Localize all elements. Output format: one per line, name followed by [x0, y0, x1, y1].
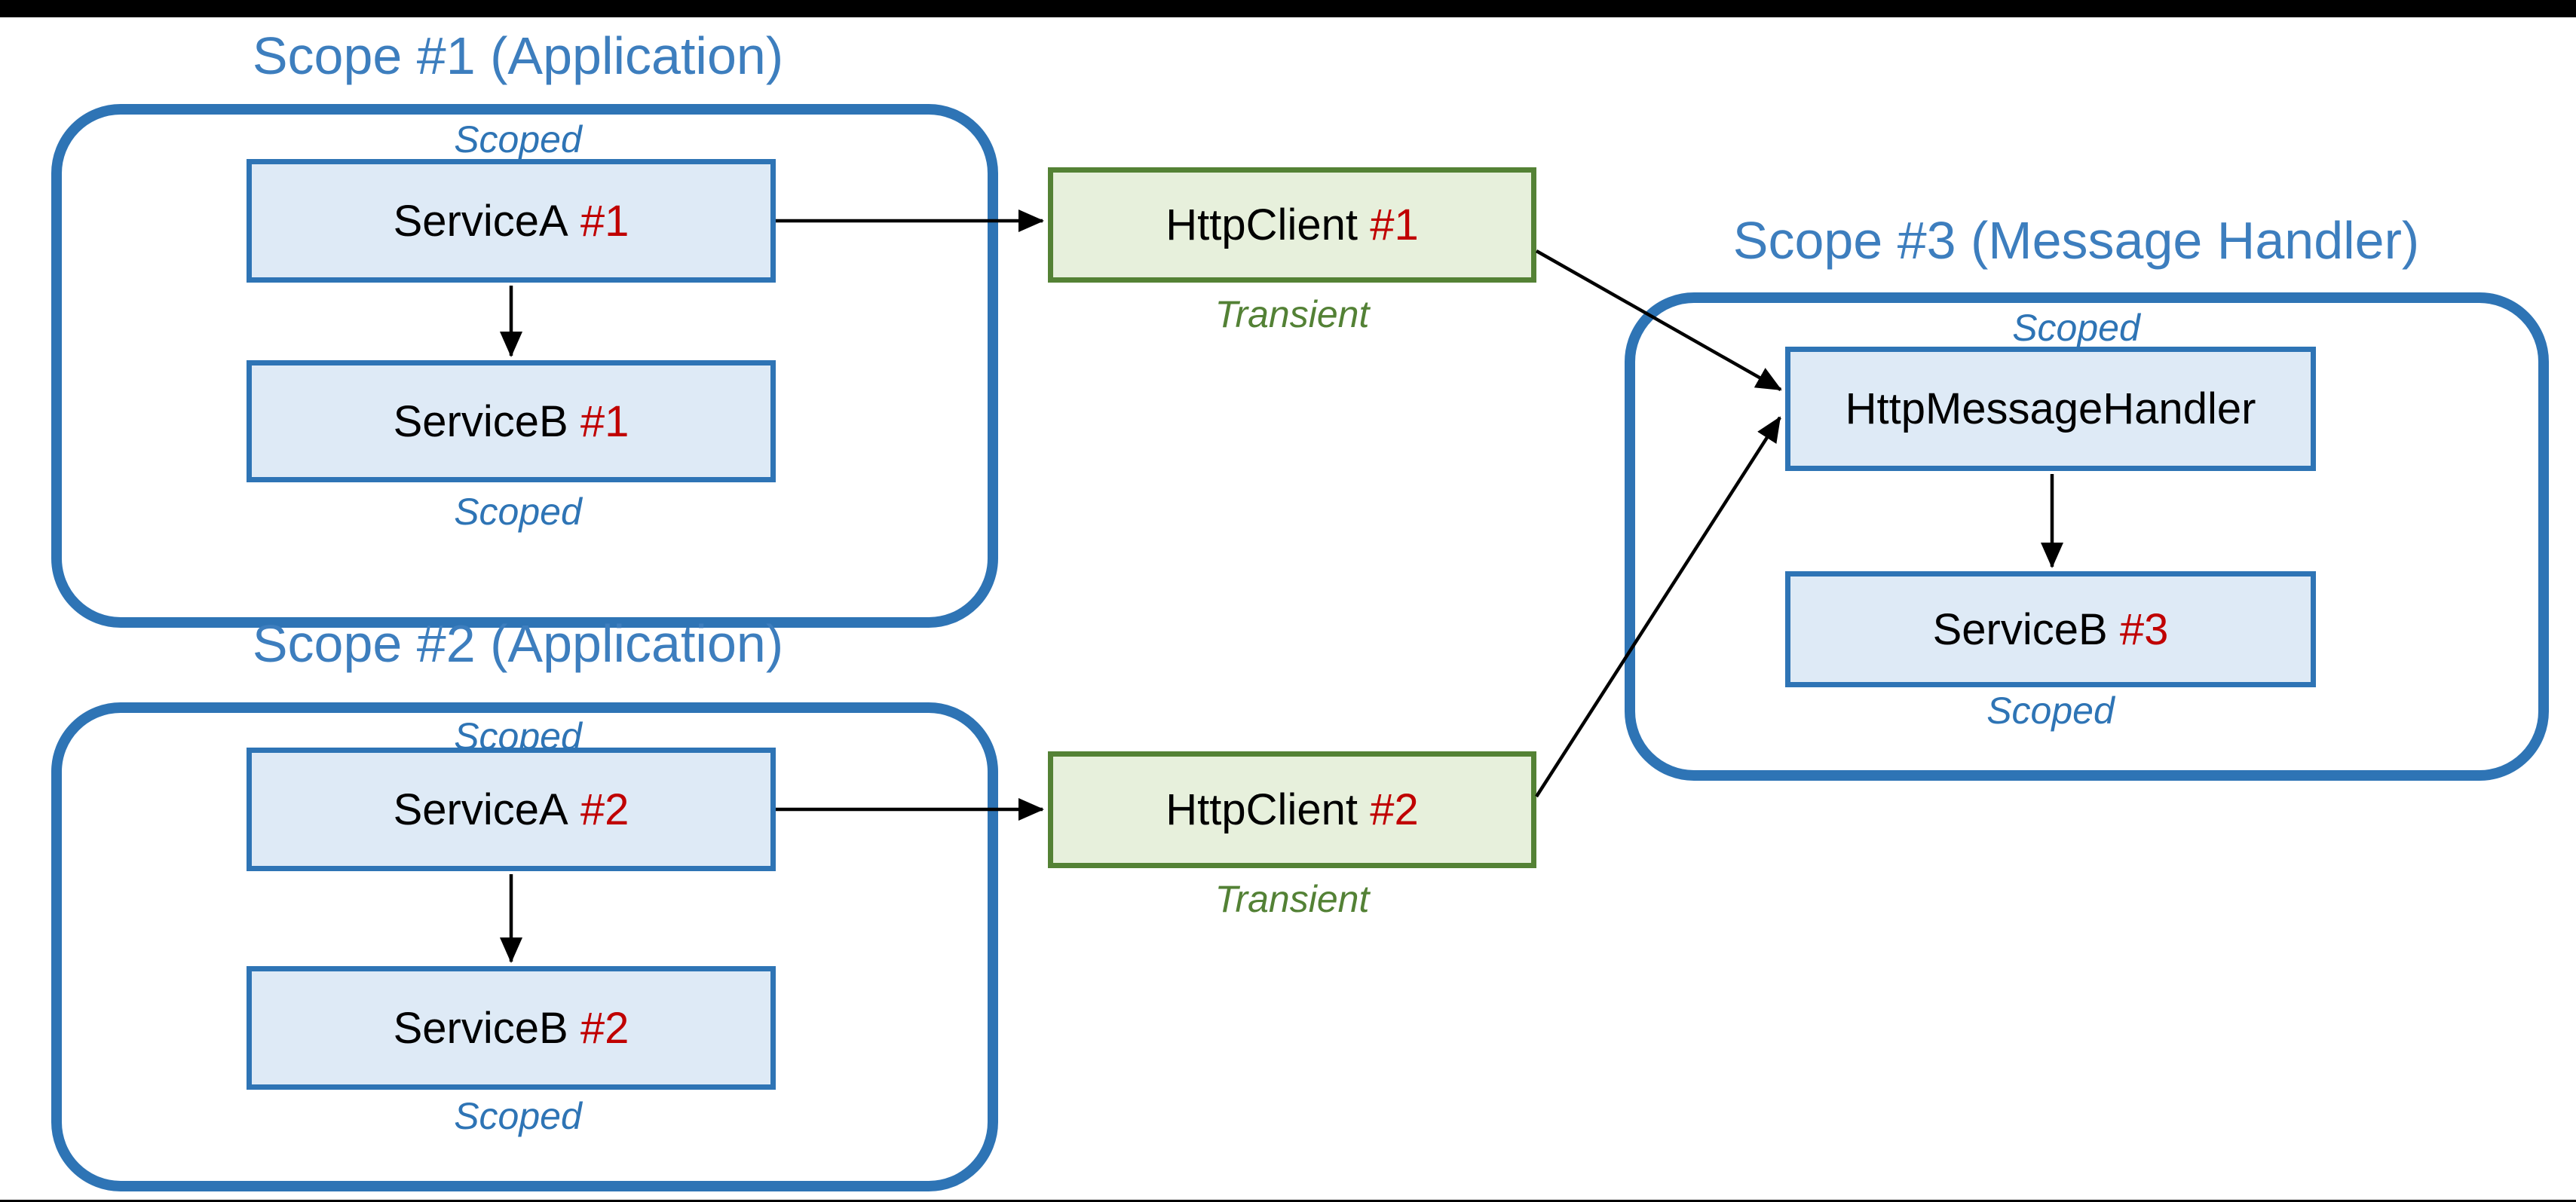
scope3-title: Scope #3 (Message Handler) [1732, 211, 2420, 270]
scope2-title: Scope #2 (Application) [252, 614, 784, 673]
node-service-b3: ServiceB #3 [1785, 571, 2316, 687]
node-http-client1-label: HttpClient [1165, 200, 1358, 249]
node-service-a1: ServiceA #1 [247, 159, 776, 283]
node-http-client2: HttpClient #2 [1048, 751, 1536, 868]
scope2-scoped-bottom-label: Scoped [454, 1095, 582, 1137]
scope3-scoped-bottom-label: Scoped [1986, 690, 2115, 732]
node-http-client2-instance: #2 [1370, 785, 1419, 834]
node-service-b2: ServiceB #2 [247, 966, 776, 1090]
node-service-b1: ServiceB #1 [247, 360, 776, 482]
node-service-b1-instance: #1 [580, 396, 629, 446]
bottom-letterbox-bar [0, 1200, 2576, 1202]
node-service-a1-label: ServiceA [393, 196, 568, 246]
node-http-client1-instance: #1 [1370, 200, 1419, 249]
node-service-a2-instance: #2 [580, 785, 629, 834]
top-letterbox-bar [0, 0, 2576, 17]
node-service-a2: ServiceA #2 [247, 748, 776, 871]
scope3-scoped-top-label: Scoped [2012, 307, 2140, 349]
node-service-a1-instance: #1 [580, 196, 629, 246]
scope1-scoped-top-label: Scoped [454, 118, 582, 161]
node-service-b2-label: ServiceB [393, 1003, 568, 1053]
scope1-container [51, 104, 998, 628]
node-http-client2-label: HttpClient [1165, 785, 1358, 834]
node-service-a2-label: ServiceA [393, 785, 568, 834]
node-service-b2-instance: #2 [580, 1003, 629, 1053]
scope1-title: Scope #1 (Application) [252, 26, 784, 85]
scope2-container [51, 702, 998, 1191]
node-service-b3-instance: #3 [2119, 604, 2169, 654]
scope1-scoped-bottom-label: Scoped [454, 491, 582, 533]
node-service-b3-label: ServiceB [1932, 604, 2108, 654]
node-http-message-handler-label: HttpMessageHandler [1845, 384, 2256, 433]
node-http-client1: HttpClient #1 [1048, 167, 1536, 283]
http-client1-lifetime-label: Transient [1214, 293, 1370, 335]
node-http-message-handler: HttpMessageHandler [1785, 347, 2316, 471]
http-client2-lifetime-label: Transient [1214, 878, 1370, 920]
node-service-b1-label: ServiceB [393, 396, 568, 446]
